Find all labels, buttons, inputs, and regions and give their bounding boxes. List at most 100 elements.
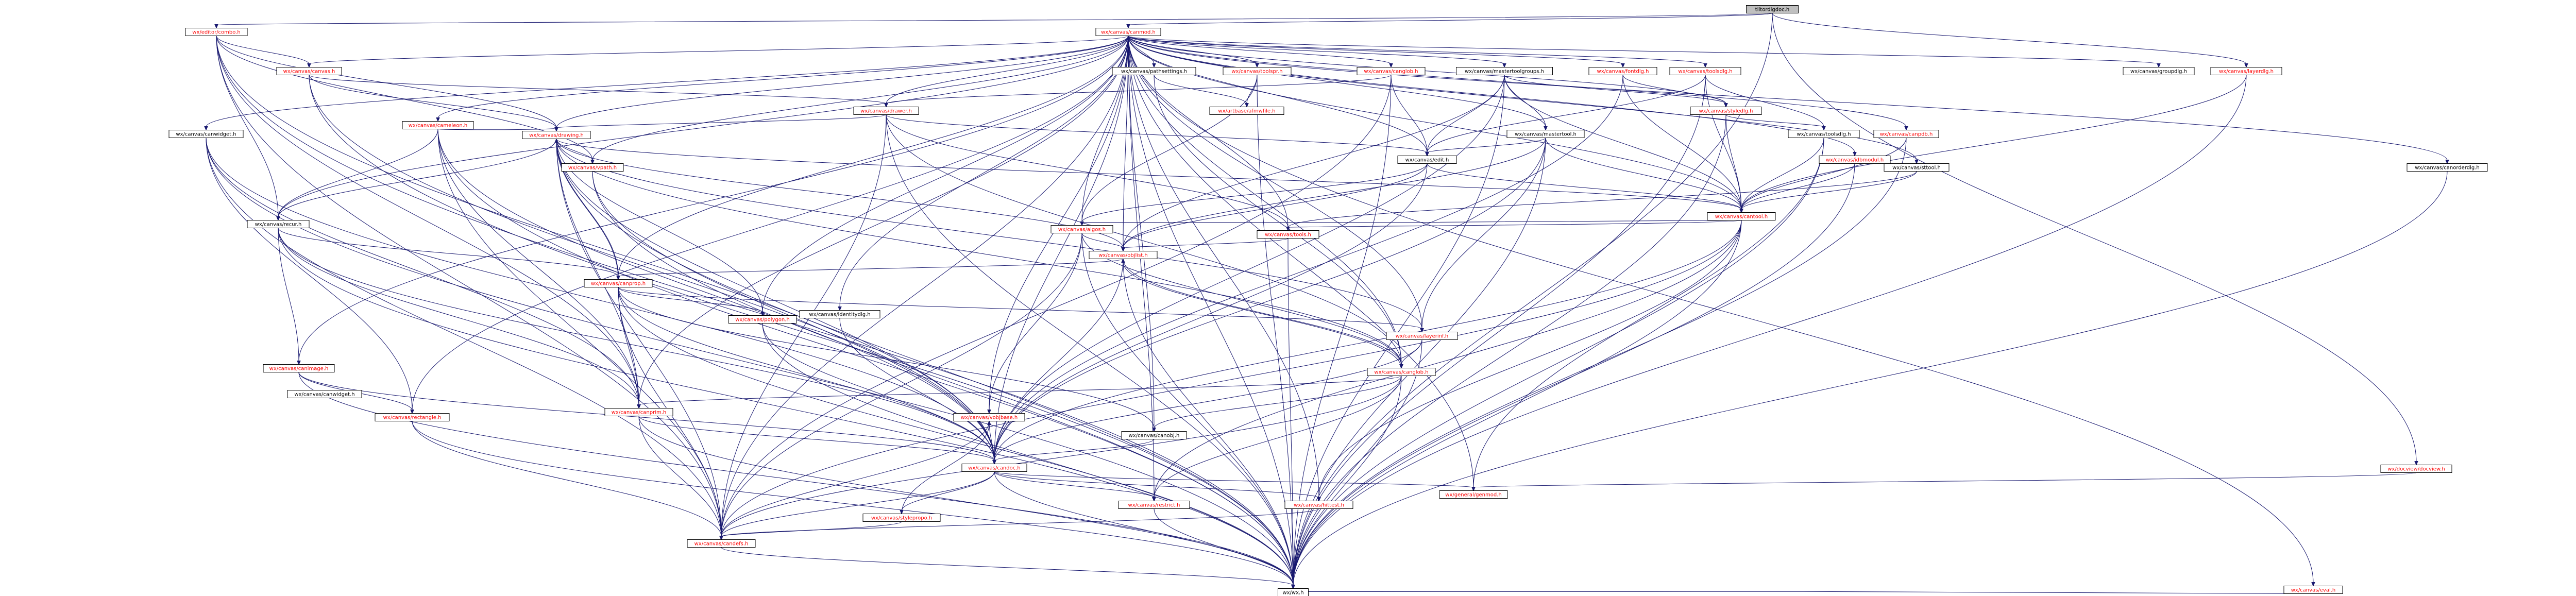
edge-line: [1123, 259, 1294, 586]
node-algos[interactable]: wx/canvas/algos.h: [1050, 225, 1113, 233]
node-eval[interactable]: wx/canvas/eval.h: [2283, 586, 2343, 594]
edge-canglob-to-drawer: [884, 75, 1392, 108]
node-afmwfile[interactable]: wx/artbase/afmwfile.h: [1209, 107, 1284, 115]
node-mastertool[interactable]: wx/canvas/mastertool.h: [1506, 130, 1585, 138]
edge-polygon-to-wx: [762, 323, 1295, 589]
node-canvas[interactable]: wx/canvas/canvas.h: [276, 67, 342, 75]
node-label: wx/canvas/mastertool.h: [1515, 132, 1577, 138]
node-styledlg[interactable]: wx/canvas/styledlg.h: [1690, 107, 1762, 115]
node-wx[interactable]: wx/wx.h: [1278, 588, 1309, 596]
node-idbmodul[interactable]: wx/canvas/idbmodul.h: [1819, 156, 1891, 164]
edge-line: [721, 36, 1129, 537]
node-canprim[interactable]: wx/canvas/canprim.h: [604, 408, 673, 416]
edge-canprim-to-candefs: [638, 416, 723, 540]
edge-objlist-to-candoc: [992, 259, 1124, 465]
edge-line: [1622, 75, 1726, 104]
node-pathsettings[interactable]: wx/canvas/pathsettings.h: [1112, 67, 1196, 75]
node-canobj2[interactable]: wx/canvas/canobj.h: [1121, 431, 1187, 439]
node-box: [247, 220, 310, 228]
edge-toolspr-to-algos: [1080, 75, 1258, 226]
node-rectangle[interactable]: wx/canvas/rectangle.h: [375, 413, 450, 421]
node-fontdlg[interactable]: wx/canvas/fontdlg.h: [1588, 67, 1657, 75]
edge-line: [1128, 13, 1773, 25]
node-candefs[interactable]: wx/canvas/candefs.h: [687, 539, 756, 548]
node-groupdlg[interactable]: wx/canvas/groupdlg.h: [2123, 67, 2195, 75]
edges-layer: [204, 13, 2449, 594]
node-identdlg[interactable]: wx/canvas/identitydlg.h: [799, 310, 880, 318]
node-canprop[interactable]: wx/canvas/canprop.h: [584, 279, 653, 287]
edge-vobjbase-to-candefs: [719, 421, 990, 540]
edge-canglob2-to-objlist: [1121, 258, 1402, 368]
node-stylepropo[interactable]: wx/canvas/stylepropo.h: [862, 514, 941, 522]
node-toolsdlg[interactable]: wx/canvas/toolsdlg.h: [1669, 67, 1741, 75]
edge-line: [278, 36, 1129, 217]
node-canglob[interactable]: wx/canvas/canglob.h: [1357, 67, 1426, 75]
node-candoc[interactable]: wx/canvas/candoc.h: [961, 464, 1027, 472]
edge-line: [994, 439, 1155, 461]
node-vobjbase[interactable]: wx/canvas/vobjbase.h: [953, 413, 1025, 421]
node-edit[interactable]: wx/canvas/edit.h: [1397, 156, 1457, 164]
node-recur[interactable]: wx/canvas/recur.h: [247, 220, 310, 228]
edge-canmod-to-drawing: [554, 36, 1129, 132]
node-label: wx/canvas/canorderdlg.h: [2415, 165, 2480, 171]
node-toolsdlg2[interactable]: wx/canvas/toolsdlg.h: [1788, 130, 1860, 138]
edge-arrowhead: [297, 361, 301, 365]
node-mastertoolgroups[interactable]: wx/canvas/mastertoolgroups.h: [1456, 67, 1553, 75]
edge-line: [309, 36, 1129, 64]
node-canorderdlg[interactable]: wx/canvas/canorderdlg.h: [2406, 163, 2488, 172]
node-label: tiltordlgdoc.h: [1755, 7, 1789, 13]
edge-line: [1293, 339, 1422, 586]
node-box: [1357, 67, 1426, 75]
node-toolspr[interactable]: wx/canvas/toolspr.h: [1223, 67, 1292, 75]
node-vpath[interactable]: wx/canvas/vpath.h: [561, 163, 624, 172]
edge-line: [618, 287, 1294, 586]
node-box: [2406, 163, 2488, 172]
node-canpdb[interactable]: wx/canvas/canpdb.h: [1873, 130, 1939, 138]
node-combo[interactable]: wx/editor/combo.h: [185, 28, 248, 36]
node-tools[interactable]: wx/canvas/tools.h: [1257, 230, 1319, 239]
edge-line: [556, 139, 1422, 329]
node-cantool[interactable]: wx/canvas/cantool.h: [1707, 212, 1776, 220]
edge-line: [556, 139, 1124, 248]
edge-line: [437, 129, 722, 537]
node-sttool[interactable]: wx/canvas/sttool.h: [1884, 163, 1950, 172]
edge-cantool-to-tools: [1286, 220, 1742, 231]
edge-root-to-canmod: [1126, 13, 1773, 29]
edge-combo-to-recur: [216, 36, 280, 221]
edge-line: [839, 318, 995, 461]
edge-toolsdlg-to-wx: [1291, 75, 1706, 589]
node-objlist[interactable]: wx/canvas/objlist.h: [1089, 251, 1158, 259]
node-box: [276, 67, 342, 75]
edge-objlist-to-canglob2: [1123, 259, 1403, 369]
node-box: [1788, 130, 1860, 138]
node-layerinf[interactable]: wx/canvas/layerinf.h: [1386, 332, 1458, 340]
node-canwidget[interactable]: wx/canvas/canwidget.h: [168, 130, 244, 138]
edge-line: [216, 36, 639, 405]
node-genmod[interactable]: wx/general/genmod.h: [1439, 490, 1508, 499]
edge-line: [309, 75, 887, 104]
node-restrict[interactable]: wx/canvas/restrict.h: [1118, 501, 1190, 509]
edge-layerinf-to-wx: [1291, 339, 1422, 589]
node-label: wx/canvas/canwidget.h: [294, 392, 354, 398]
node-canwidget2[interactable]: wx/canvas/canwidget.h: [287, 390, 362, 398]
edge-canmod-to-candoc: [992, 36, 1129, 465]
edge-line: [1287, 171, 1917, 228]
edge-arrowhead: [2157, 63, 2161, 68]
node-drawer[interactable]: wx/canvas/drawer.h: [853, 107, 919, 115]
node-polygon[interactable]: wx/canvas/polygon.h: [728, 315, 797, 323]
edge-edit-to-cantool: [1427, 163, 1743, 213]
node-docview[interactable]: wx/docview/docview.h: [2380, 465, 2452, 473]
edge-line: [1725, 114, 1742, 210]
node-canglob2[interactable]: wx/canvas/canglob.h: [1367, 368, 1436, 376]
node-layerdlg[interactable]: wx/canvas/layerdlg.h: [2210, 67, 2282, 75]
node-cameleon[interactable]: wx/canvas/cameleon.h: [402, 121, 474, 129]
edge-line: [1128, 36, 1428, 153]
edge-arrowhead: [1739, 209, 1743, 213]
edge-line: [638, 36, 1129, 405]
edge-line: [1154, 376, 1402, 429]
node-canmod[interactable]: wx/canvas/canmod.h: [1095, 28, 1161, 36]
node-label: wx/canvas/cameleon.h: [409, 123, 467, 129]
node-canimage[interactable]: wx/canvas/canimage.h: [263, 364, 335, 372]
node-drawing[interactable]: wx/canvas/drawing.h: [522, 131, 591, 139]
node-hittest[interactable]: wx/canvas/hittest.h: [1284, 501, 1353, 509]
